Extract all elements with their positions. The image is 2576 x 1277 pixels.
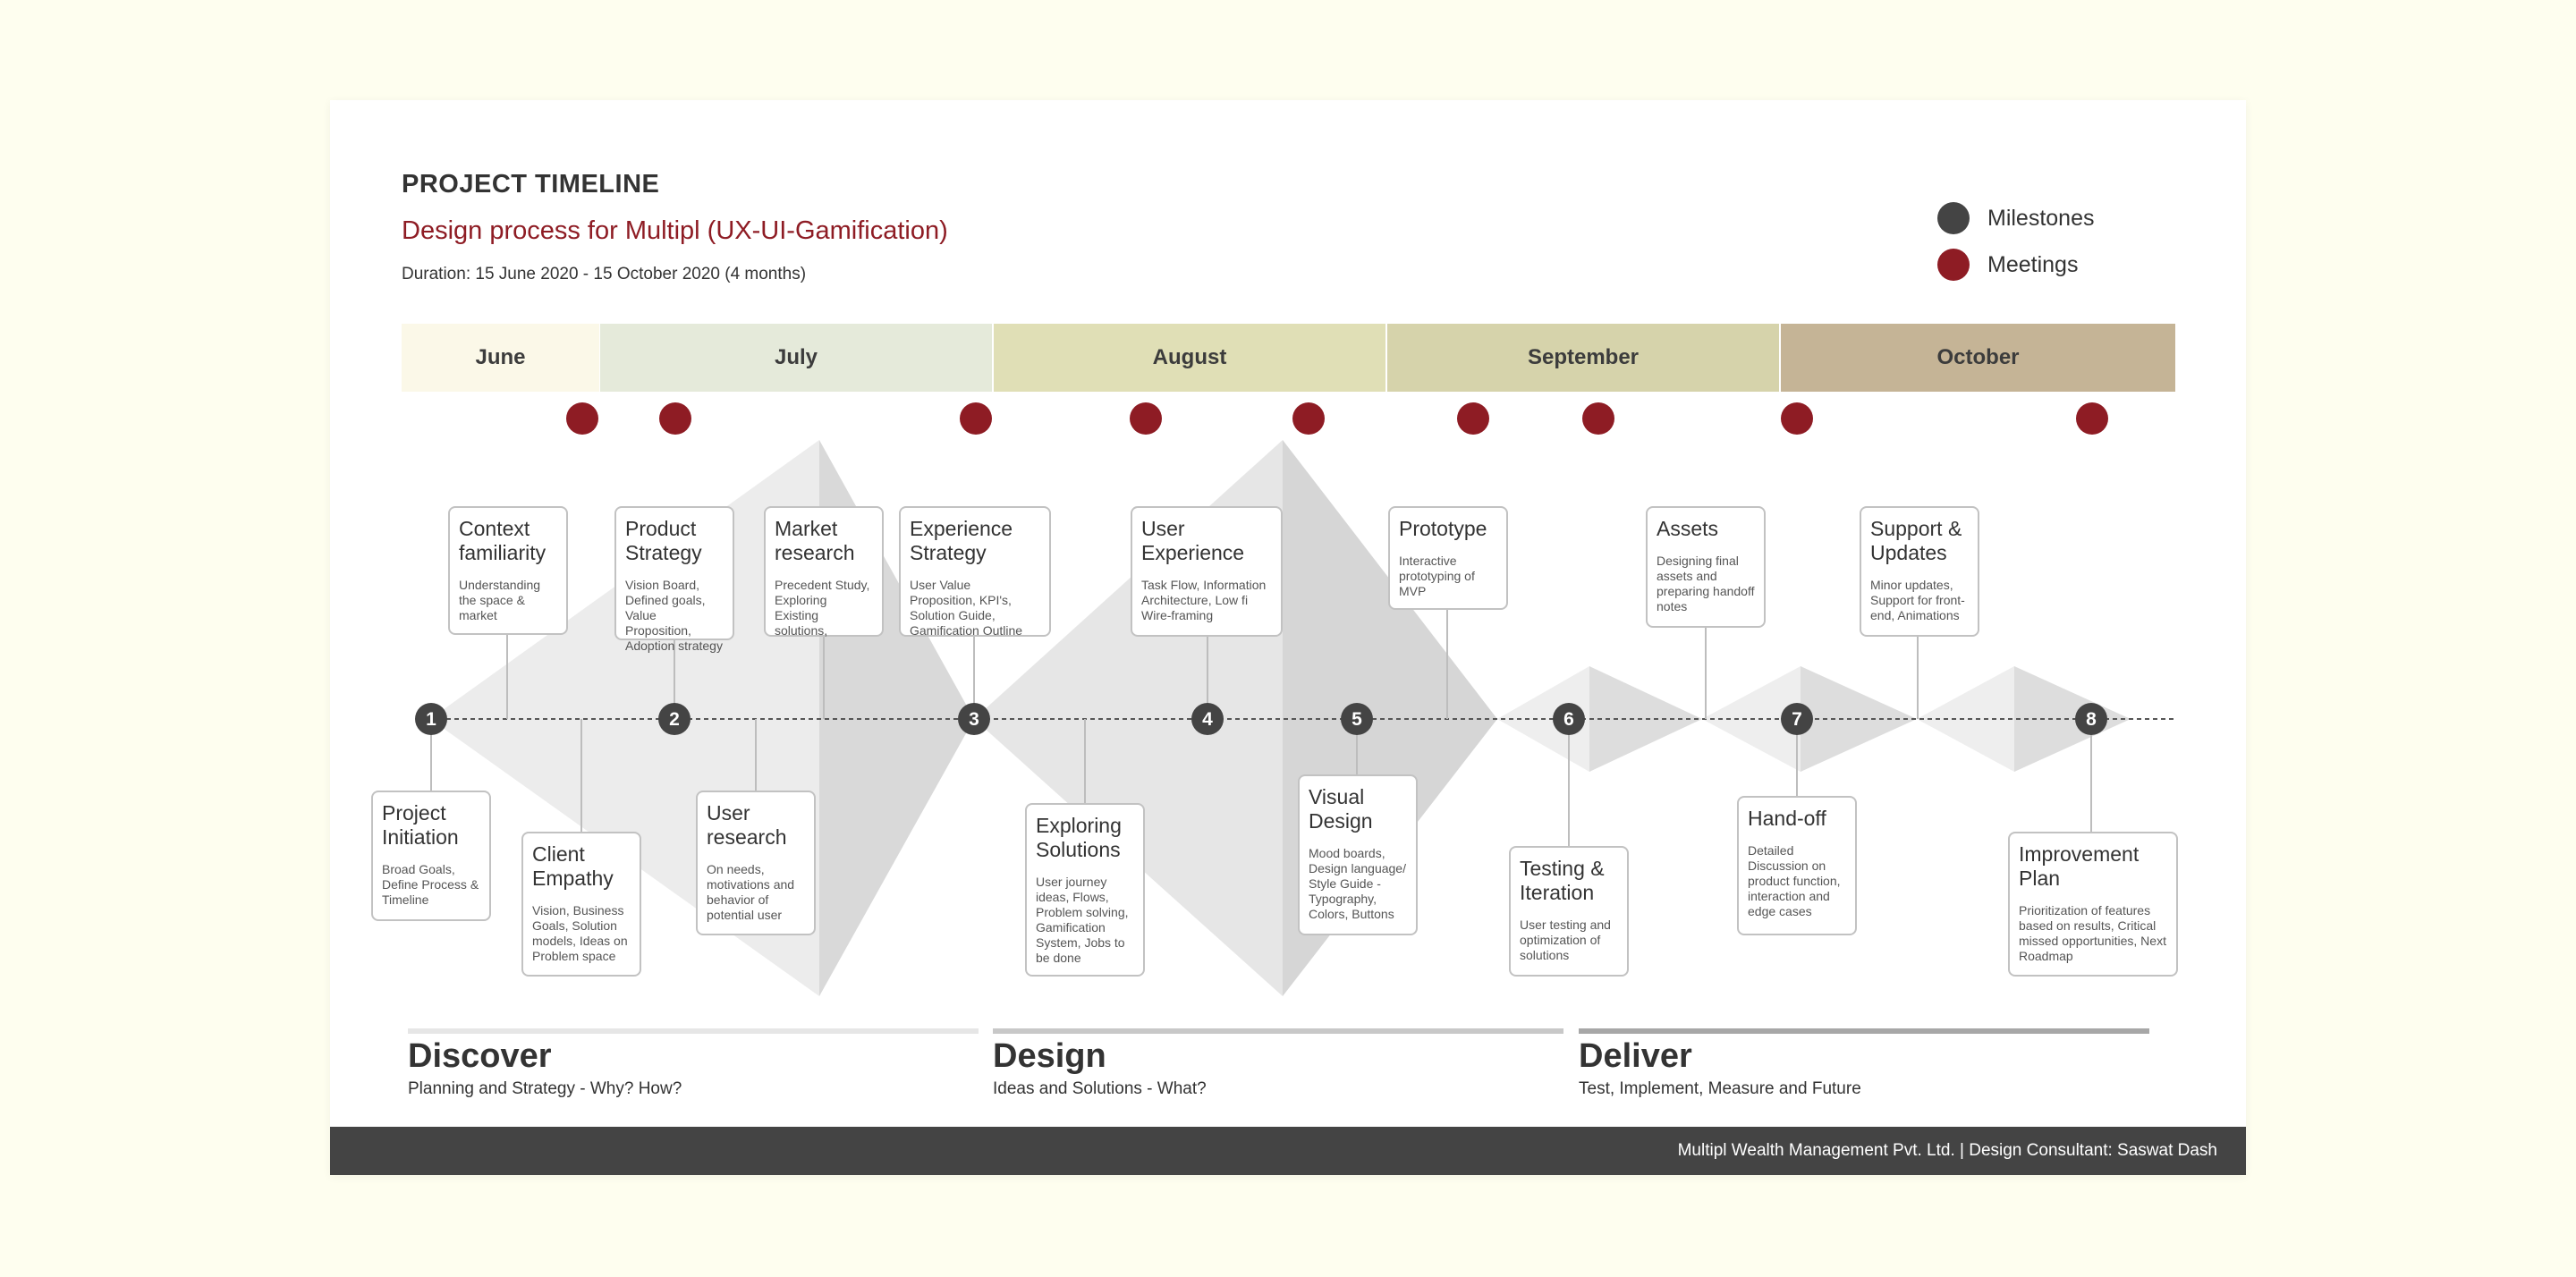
meeting-dot — [659, 402, 691, 435]
design-phase-subtitle: Ideas and Solutions - What? — [993, 1079, 1207, 1098]
step-title: Market research — [775, 517, 855, 564]
step-description: Mood boards, Design language/ Style Guid… — [1309, 846, 1406, 921]
milestone-dot-6 — [1553, 703, 1585, 735]
meeting-dot — [1582, 402, 1614, 435]
step-description: Interactive prototyping of MVP — [1399, 554, 1475, 598]
step-description: Broad Goals, Define Process & Timeline — [382, 862, 479, 907]
milestone-number: 7 — [1792, 709, 1802, 730]
step-title: Exploring Solutions — [1036, 814, 1122, 861]
step-visual-design: Visual Design Mood boards, Design langua… — [1298, 774, 1418, 935]
milestone-number: 2 — [669, 709, 680, 730]
milestone-dot-5 — [1341, 703, 1373, 735]
step-assets: Assets Designing final assets and prepar… — [1646, 506, 1766, 628]
deliver-diamond-3 — [1917, 666, 2014, 772]
milestone-number: 1 — [426, 709, 436, 730]
step-title: Improvement Plan — [2019, 842, 2140, 890]
step-product-strategy: Product Strategy Vision Board, Defined g… — [614, 506, 734, 653]
milestone-number: 3 — [969, 709, 979, 730]
step-exploring-solutions: Exploring Solutions User journey ideas, … — [1025, 803, 1145, 977]
month-august: August — [994, 324, 1385, 392]
step-description: Detailed Discussion on product function,… — [1748, 843, 1841, 918]
meeting-legend-label: Meetings — [1987, 252, 2079, 277]
meeting-dot — [566, 402, 598, 435]
step-description: Vision, Business Goals, Solution models,… — [532, 903, 628, 963]
step-title: Visual Design — [1309, 785, 1373, 833]
deliver-phase-bar — [1579, 1028, 2149, 1034]
step-description: Minor updates, Support for front-end, An… — [1870, 578, 1965, 622]
step-project-initiation: Project Initiation Broad Goals, Define P… — [371, 791, 491, 921]
step-improvement-plan: Improvement Plan Prioritization of featu… — [2008, 832, 2178, 977]
month-july: July — [600, 324, 992, 392]
step-experience-strategy: Experience Strategy User Value Propositi… — [899, 506, 1051, 638]
step-user-experience: User Experience Task Flow, Information A… — [1131, 506, 1283, 637]
step-description: Prioritization of features based on resu… — [2019, 903, 2166, 963]
footer-credit: Multipl Wealth Management Pvt. Ltd. | De… — [1677, 1141, 2217, 1160]
step-title: Testing & Iteration — [1520, 857, 1605, 904]
step-title: User research — [707, 801, 787, 849]
milestone-legend-icon — [1937, 202, 1970, 234]
step-title: Experience Strategy — [910, 517, 1013, 564]
deliver-phase-subtitle: Test, Implement, Measure and Future — [1579, 1079, 1861, 1098]
discover-phase-title: Discover — [408, 1037, 552, 1075]
meeting-dot — [1457, 402, 1489, 435]
step-title: Client Empathy — [532, 842, 614, 890]
step-context-familiarity: Context familiarity Understanding the sp… — [448, 506, 568, 635]
step-description: Task Flow, Information Architecture, Low… — [1141, 578, 1267, 622]
step-client-empathy: Client Empathy Vision, Business Goals, S… — [521, 832, 641, 977]
milestone-dot-3 — [958, 703, 990, 735]
meeting-dot — [1781, 402, 1813, 435]
milestone-legend-label: Milestones — [1987, 206, 2095, 231]
step-description: Vision Board, Defined goals, Value Propo… — [625, 578, 723, 653]
step-user-research: User research On needs, motivations and … — [696, 791, 816, 935]
step-title: Hand-off — [1748, 807, 1826, 830]
step-prototype: Prototype Interactive prototyping of MVP — [1388, 506, 1508, 610]
discover-phase-subtitle: Planning and Strategy - Why? How? — [408, 1079, 682, 1098]
milestone-dot-1 — [415, 703, 447, 735]
step-hand-off: Hand-off Detailed Discussion on product … — [1737, 796, 1857, 935]
month-june: June — [402, 324, 599, 392]
step-market-research: Market research Precedent Study, Explori… — [764, 506, 884, 638]
meeting-dot — [960, 402, 992, 435]
step-description: On needs, motivations and behavior of po… — [707, 862, 795, 922]
design-phase-bar — [993, 1028, 1563, 1034]
page-title: PROJECT TIMELINE — [402, 170, 660, 199]
step-title: Product Strategy — [625, 517, 702, 564]
milestone-number: 8 — [2086, 709, 2097, 730]
step-title: Assets — [1657, 517, 1719, 540]
step-description: User testing and optimization of solutio… — [1520, 918, 1611, 962]
step-title: Context familiarity — [459, 517, 547, 564]
design-phase-title: Design — [993, 1037, 1106, 1075]
milestone-number: 6 — [1563, 709, 1574, 730]
meeting-dot — [2076, 402, 2108, 435]
step-title: Support & Updates — [1870, 517, 1962, 564]
step-description: Precedent Study, Exploring Existing solu… — [775, 578, 870, 638]
timeline-card: PROJECT TIMELINE Design process for Mult… — [330, 100, 2246, 1175]
month-september: September — [1387, 324, 1779, 392]
footer-bar: Multipl Wealth Management Pvt. Ltd. | De… — [330, 1127, 2246, 1175]
project-subtitle: Design process for Multipl (UX-UI-Gamifi… — [402, 216, 948, 245]
step-description: User journey ideas, Flows, Problem solvi… — [1036, 875, 1129, 965]
deliver-phase-title: Deliver — [1579, 1037, 1692, 1075]
meeting-legend-icon — [1937, 249, 1970, 281]
project-duration: Duration: 15 June 2020 - 15 October 2020… — [402, 265, 807, 283]
milestone-dot-4 — [1191, 703, 1224, 735]
step-description: User Value Proposition, KPI's, Solution … — [910, 578, 1023, 638]
step-testing-iteration: Testing & Iteration User testing and opt… — [1509, 846, 1629, 977]
milestone-number: 5 — [1352, 709, 1362, 730]
step-title: Prototype — [1399, 517, 1487, 540]
milestone-number: 4 — [1202, 709, 1213, 730]
step-title: User Experience — [1141, 517, 1245, 564]
step-description: Understanding the space & market — [459, 578, 541, 622]
step-support-updates: Support & Updates Minor updates, Support… — [1860, 506, 1979, 637]
step-title: Project Initiation — [382, 801, 459, 849]
milestone-dot-2 — [658, 703, 691, 735]
milestone-dot-8 — [2075, 703, 2107, 735]
month-october: October — [1781, 324, 2175, 392]
milestone-dot-7 — [1781, 703, 1813, 735]
step-description: Designing final assets and preparing han… — [1657, 554, 1755, 613]
meeting-dot — [1130, 402, 1162, 435]
discover-phase-bar — [408, 1028, 979, 1034]
meeting-dot — [1292, 402, 1325, 435]
